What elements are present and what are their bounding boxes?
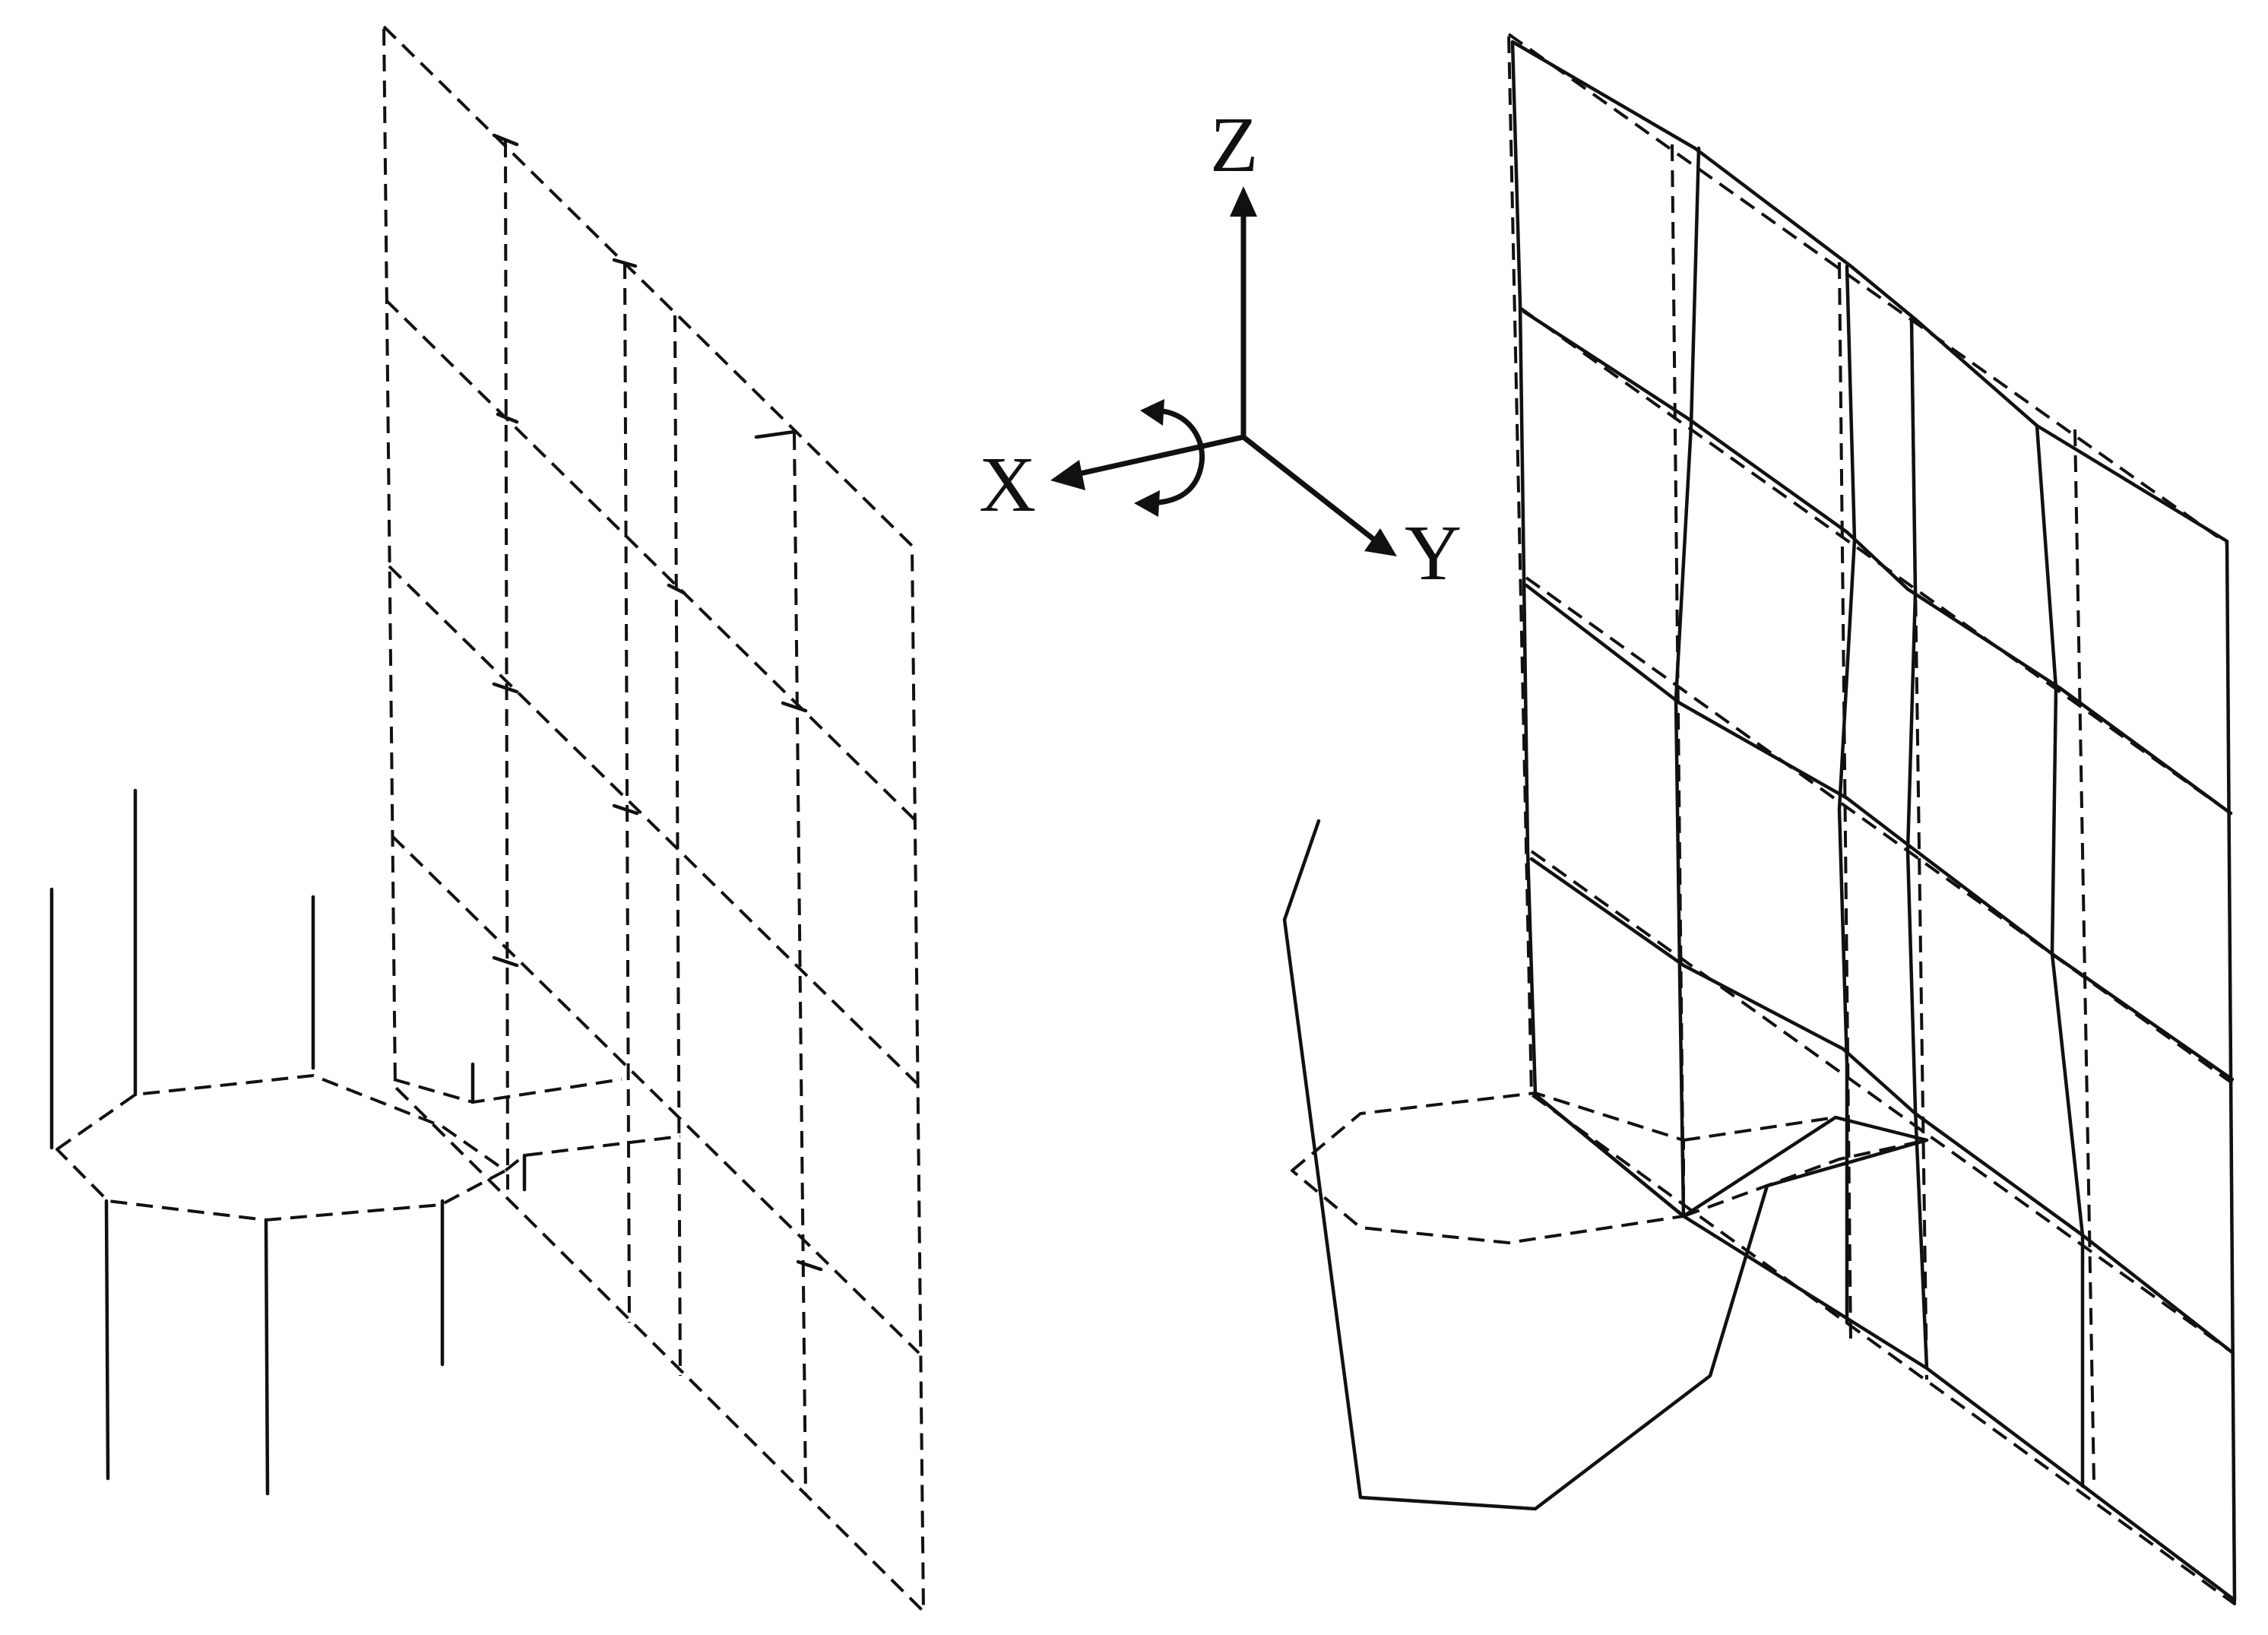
reference-panel-grid [1291, 33, 2236, 1605]
undeformed-panel-grid [382, 25, 925, 1613]
deformed-model [1282, 33, 2237, 1605]
rotation-arrow-icon [1143, 407, 1205, 506]
z-axis-label: Z [1210, 101, 1259, 189]
deformed-panel-grid [1282, 40, 2237, 1602]
undeformed-model [49, 25, 925, 1613]
x-axis-label: X [979, 441, 1036, 528]
x-arrow-icon [1050, 460, 1085, 490]
coordinate-axes: Z X Y [979, 101, 1462, 597]
z-arrow-icon [1230, 186, 1257, 217]
y-axis-label: Y [1405, 509, 1462, 597]
y-arrow-icon [1364, 528, 1397, 556]
octagonal-base [55, 1074, 507, 1221]
support-posts [49, 788, 527, 1496]
